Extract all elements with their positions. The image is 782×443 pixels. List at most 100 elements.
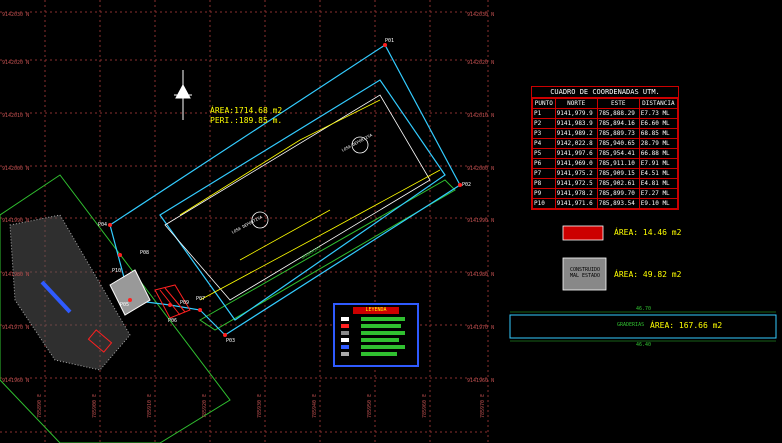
property-boundary [109,44,461,336]
table-cell: 9141,979.9 [554,108,598,119]
legend-line [361,338,399,342]
point-label: P08 [140,250,150,256]
grid-label-north-right: 9142010 N [467,113,495,119]
bleachers-area-text: ÁREA: 167.66 m2 [650,321,723,330]
point-label: P09 [180,300,190,306]
table-cell: 785,940.65 [596,138,640,149]
table-cell: 9141,972.5 [554,178,598,189]
legend-line [361,352,397,356]
bleachers-strip [509,314,777,339]
table-cell: 785,954.41 [596,148,640,159]
hatched-building [109,269,151,316]
street-band [0,174,456,443]
main-area-text: ÁREA:1714.68 m2 [210,106,283,115]
grid-label-north: 9141960 N [2,378,30,384]
grid-label-east: 785930 E [257,393,263,418]
table-cell: 785,911.10 [596,158,640,169]
point-label: P06 [168,318,178,324]
legend-swatch [341,331,349,335]
grid-label-north-right: 9142020 N [467,60,495,66]
table-cell: P4 [532,138,556,149]
table-cell: 9142,022.8 [554,138,598,149]
table-cell: P2 [532,118,556,129]
grid-label-north-right: 9141980 N [467,272,495,278]
table-cell: 9141,969.0 [554,158,598,169]
table-cell: 785,902.61 [596,178,640,189]
point-label: P05 [120,302,130,308]
grid-label-east: 785890 E [37,393,43,418]
legend-line [361,317,405,321]
grid-label-north: 9141990 N [2,218,30,224]
gravel-border [9,214,131,371]
bleachers-dim-bottom: 46.40 [636,342,652,348]
sports-slab [164,94,431,301]
table-header-cell: PUNTO [532,98,556,109]
table-cell: 785,888.29 [596,108,640,119]
legend-swatch [341,352,349,356]
grid-label-east: 785950 E [367,393,373,418]
legend-line [361,324,401,328]
table-cell: P1 [532,108,556,119]
construction-label: CONSTRUIDO MAL ESTADO [569,267,601,279]
grid-label-east: 785960 E [422,393,428,418]
coordinate-table-title: CUADRO DE COORDENADAS UTM. [532,87,678,98]
table-cell: 9141,971.6 [554,198,598,209]
legend-title: LEYENDA [353,307,399,314]
table-cell: 785,889.73 [596,128,640,139]
grid-label-north: 9142000 N [2,166,30,172]
table-cell: 785,899.70 [596,188,640,199]
table-cell: E7.91 ML [638,158,679,169]
table-cell: 785,909.15 [596,168,640,179]
grid-label-north-right: 9141970 N [467,325,495,331]
table-cell: 9141,978.2 [554,188,598,199]
grid-label-north: 9141970 N [2,325,30,331]
legend-swatch [341,345,349,349]
table-cell: P7 [532,168,556,179]
point-label: P03 [226,338,236,344]
table-cell: P3 [532,128,556,139]
north-arrow-icon [174,70,192,120]
grid-label-east: 785940 E [312,393,318,418]
blue-bar [40,280,72,314]
grid-label-east: 785900 E [92,393,98,418]
point-label: P02 [462,182,472,188]
table-cell: P9 [532,188,556,199]
bleachers-label: GRADERIAS [617,322,645,328]
grid-label-north-right: 9141960 N [467,378,495,384]
red-elements [87,284,191,353]
table-header-cell: DISTANCIA [638,98,679,109]
legend-swatch [341,338,349,342]
table-cell: P8 [532,178,556,189]
legend-line [361,345,405,349]
table-cell: 9141,997.6 [554,148,598,159]
legend-swatch [341,324,349,328]
grid-label-north: 9142020 N [2,60,30,66]
table-cell: P5 [532,148,556,159]
table-cell: E9.10 ML [638,198,679,209]
table-header-cell: ESTE [596,98,640,109]
yellow-dims [179,99,441,301]
point-markers [108,43,462,337]
grid-label-north: 9142030 N [2,12,30,18]
construction-area-text: ÁREA: 49.82 m2 [614,270,682,279]
legend-box: LEYENDA [333,303,419,367]
table-cell: E4.81 ML [638,178,679,189]
table-cell: P6 [532,158,556,169]
table-cell: 66.88 ML [638,148,679,159]
grid-label-north: 9141980 N [2,272,30,278]
small-area-box [562,225,604,241]
legend-line [361,331,405,335]
point-label: P10 [112,268,122,274]
table-cell: P10 [532,198,556,209]
table-cell: 9141,989.2 [554,128,598,139]
